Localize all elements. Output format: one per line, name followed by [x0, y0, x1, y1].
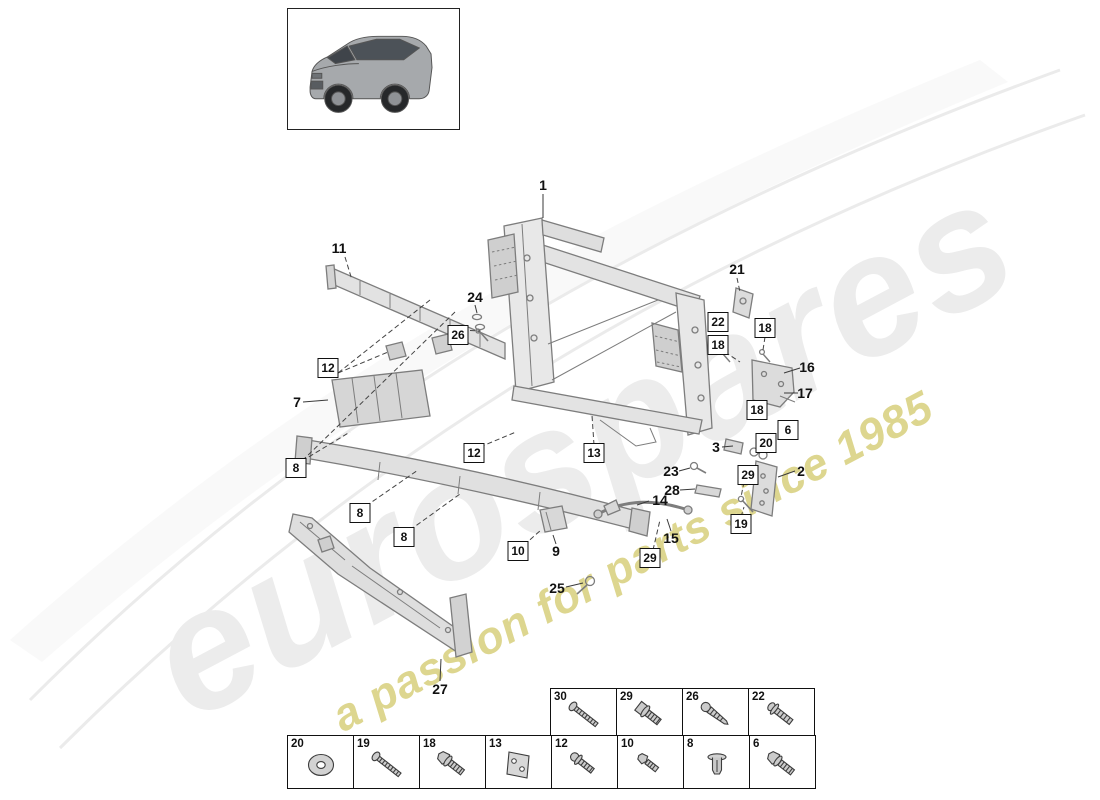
- long-screw-icon: [568, 701, 599, 728]
- callout-29a[interactable]: 29: [737, 465, 759, 485]
- callout-25[interactable]: 25: [549, 580, 565, 596]
- callout-8c[interactable]: 8: [393, 527, 415, 547]
- callout-21[interactable]: 21: [729, 261, 745, 277]
- fastener-cell-20: 20: [287, 735, 354, 789]
- swoosh-curve: [58, 113, 1086, 750]
- fastener-cell-12: 12: [551, 735, 618, 789]
- callout-18b[interactable]: 18: [754, 318, 776, 338]
- fastener-cell-8: 8: [683, 735, 750, 789]
- pan-screw-icon: [766, 701, 794, 725]
- car-hood-line: [311, 63, 359, 72]
- callout-22[interactable]: 22: [707, 312, 729, 332]
- fastener-cell-26: 26: [682, 688, 749, 736]
- car-front-rim: [331, 91, 346, 107]
- small-hex-bolt-icon: [636, 753, 659, 773]
- washer-icon: [307, 754, 334, 777]
- vehicle-thumbnail-box: [287, 8, 460, 130]
- callout-18a[interactable]: 18: [707, 335, 729, 355]
- callout-11[interactable]: 11: [331, 240, 347, 256]
- fastener-number: 6: [753, 738, 760, 750]
- callout-18c[interactable]: 18: [746, 400, 768, 420]
- callout-27[interactable]: 27: [432, 681, 448, 697]
- callout-17[interactable]: 17: [797, 385, 813, 401]
- fastener-cell-6: 6: [749, 735, 816, 789]
- plate-icon: [505, 751, 530, 779]
- callout-2[interactable]: 2: [797, 463, 805, 479]
- car-rear-rim: [387, 91, 403, 107]
- callout-23[interactable]: 23: [663, 463, 679, 479]
- callout-16[interactable]: 16: [799, 359, 815, 375]
- fastener-cell-18: 18: [419, 735, 486, 789]
- callout-8b[interactable]: 8: [349, 503, 371, 523]
- fastener-cell-13: 13: [485, 735, 552, 789]
- callout-19[interactable]: 19: [730, 514, 752, 534]
- callout-13[interactable]: 13: [583, 443, 605, 463]
- watermark-brand-text: eurospares: [118, 141, 1045, 755]
- callout-15[interactable]: 15: [663, 530, 679, 546]
- flange-bolt-icon: [633, 700, 662, 726]
- car-headlight: [311, 72, 323, 79]
- car-grille: [310, 80, 324, 90]
- callout-1[interactable]: 1: [539, 177, 547, 193]
- callout-3[interactable]: 3: [712, 439, 720, 455]
- callout-8a[interactable]: 8: [285, 458, 307, 478]
- callout-6[interactable]: 6: [777, 420, 799, 440]
- long-screw-icon: [371, 751, 402, 778]
- callout-14[interactable]: 14: [652, 492, 668, 508]
- callout-10[interactable]: 10: [507, 541, 529, 561]
- hex-bolt-icon: [766, 751, 795, 776]
- callout-26[interactable]: 26: [447, 325, 469, 345]
- callout-24[interactable]: 24: [467, 289, 483, 305]
- fastener-cell-29: 29: [616, 688, 683, 736]
- car-windows: [348, 38, 421, 61]
- swoosh-curve: [28, 68, 1061, 702]
- callout-9[interactable]: 9: [552, 543, 560, 559]
- callout-12a[interactable]: 12: [317, 358, 339, 378]
- hex-bolt-icon: [436, 751, 465, 776]
- fastener-number: 8: [687, 738, 694, 750]
- tapping-screw-icon: [700, 701, 729, 725]
- fastener-cell-22: 22: [748, 688, 815, 736]
- callout-12b[interactable]: 12: [463, 443, 485, 463]
- car-windshield: [326, 45, 356, 65]
- fastener-cell-19: 19: [353, 735, 420, 789]
- fastener-cell-30: 30: [550, 688, 617, 736]
- screw-washer-icon: [569, 752, 595, 774]
- callout-20[interactable]: 20: [755, 433, 777, 453]
- porsche-cayenne-icon: [309, 35, 433, 113]
- expansion-rivet-icon: [706, 753, 727, 775]
- swoosh-ribbon: [10, 60, 1008, 662]
- fastener-cell-10: 10: [617, 735, 684, 789]
- callout-7[interactable]: 7: [293, 394, 301, 410]
- callout-29b[interactable]: 29: [639, 548, 661, 568]
